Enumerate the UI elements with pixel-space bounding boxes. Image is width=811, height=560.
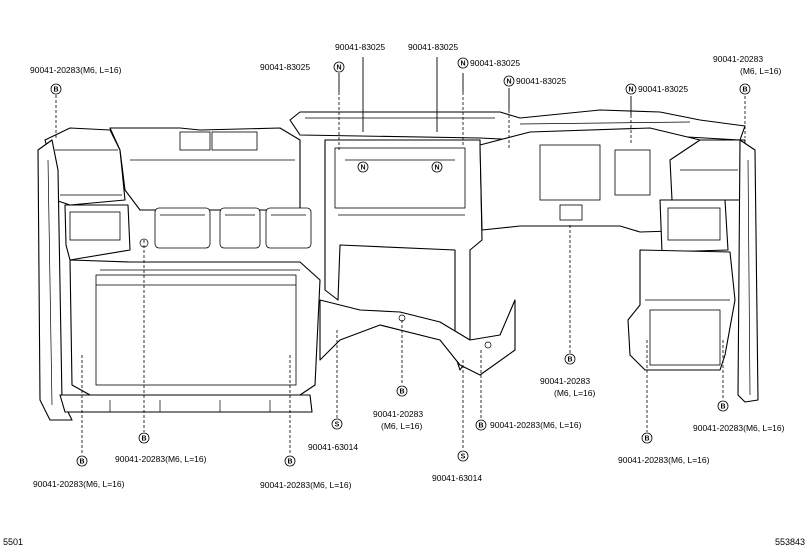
svg-text:B: B — [567, 357, 572, 364]
part-label-tl: 90041-20283(M6, L=16) — [30, 65, 122, 75]
svg-text:B: B — [644, 436, 649, 443]
nut-marker: N — [625, 83, 637, 95]
part-label-s2: 90041-63014 — [432, 473, 482, 483]
svg-text:S: S — [335, 422, 340, 429]
svg-text:N: N — [360, 165, 365, 172]
part-label-bl2: 90041-20283(M6, L=16) — [33, 479, 125, 489]
svg-text:S: S — [461, 454, 466, 461]
nut-marker: N — [333, 61, 345, 73]
part-label-bc: 90041-20283 — [373, 409, 423, 419]
part-label-bmr-spec: (M6, L=16) — [554, 388, 596, 398]
bolt-marker: B — [475, 419, 487, 431]
svg-text:N: N — [506, 79, 511, 86]
bolt-marker: B — [564, 353, 576, 365]
part-label-bc-spec: (M6, L=16) — [381, 421, 423, 431]
part-label-n3: 90041-83025 — [408, 42, 458, 52]
part-label-n2: 90041-83025 — [335, 42, 385, 52]
svg-text:B: B — [720, 404, 725, 411]
part-label-bmr: 90041-20283 — [540, 376, 590, 386]
part-label-n4: 90041-83025 — [470, 58, 520, 68]
leader-lines — [55, 57, 746, 455]
nut-marker: N — [503, 75, 515, 87]
part-label-n5: 90041-83025 — [516, 76, 566, 86]
instrument-panel-reinforcement-drawing — [37, 109, 759, 421]
nut-marker: N — [431, 161, 443, 173]
bolt-marker: B — [396, 385, 408, 397]
svg-text:B: B — [742, 87, 747, 94]
part-label-tr-spec: (M6, L=16) — [740, 66, 782, 76]
svg-text:B: B — [79, 459, 84, 466]
screw-marker: S — [457, 450, 469, 462]
fastener-markers: B B B B B B B B B B N N N N N N S S — [50, 57, 751, 467]
svg-text:N: N — [628, 87, 633, 94]
part-label-bl1: 90041-20283(M6, L=16) — [115, 454, 207, 464]
bolt-marker: B — [717, 400, 729, 412]
part-label-br2: 90041-20283(M6, L=16) — [618, 455, 710, 465]
part-labels: 90041-20283(M6, L=16) 90041-20283 (M6, L… — [30, 42, 785, 490]
part-label-bl3: 90041-20283(M6, L=16) — [260, 480, 352, 490]
nut-marker: N — [457, 57, 469, 69]
bolt-marker: B — [138, 432, 150, 444]
nut-marker: N — [357, 161, 369, 173]
bolt-marker: B — [50, 83, 62, 95]
bolt-marker: B — [641, 432, 653, 444]
svg-text:B: B — [53, 87, 58, 94]
bolt-marker: B — [76, 455, 88, 467]
part-label-n1: 90041-83025 — [260, 62, 310, 72]
svg-text:N: N — [434, 165, 439, 172]
part-label-n6: 90041-83025 — [638, 84, 688, 94]
svg-text:B: B — [141, 436, 146, 443]
part-label-s1: 90041-63014 — [308, 442, 358, 452]
part-label-br3: 90041-20283(M6, L=16) — [693, 423, 785, 433]
bolt-marker: B — [284, 455, 296, 467]
svg-text:B: B — [399, 389, 404, 396]
part-label-tr: 90041-20283 — [713, 54, 763, 64]
screw-marker: S — [331, 418, 343, 430]
svg-text:N: N — [460, 61, 465, 68]
part-label-br1: 90041-20283(M6, L=16) — [490, 420, 582, 430]
figure-code-right: 553843 — [774, 537, 805, 547]
svg-text:B: B — [287, 459, 292, 466]
svg-text:B: B — [478, 423, 483, 430]
figure-code-left: 5501 — [3, 537, 24, 547]
svg-text:N: N — [336, 65, 341, 72]
bolt-marker: B — [739, 83, 751, 95]
